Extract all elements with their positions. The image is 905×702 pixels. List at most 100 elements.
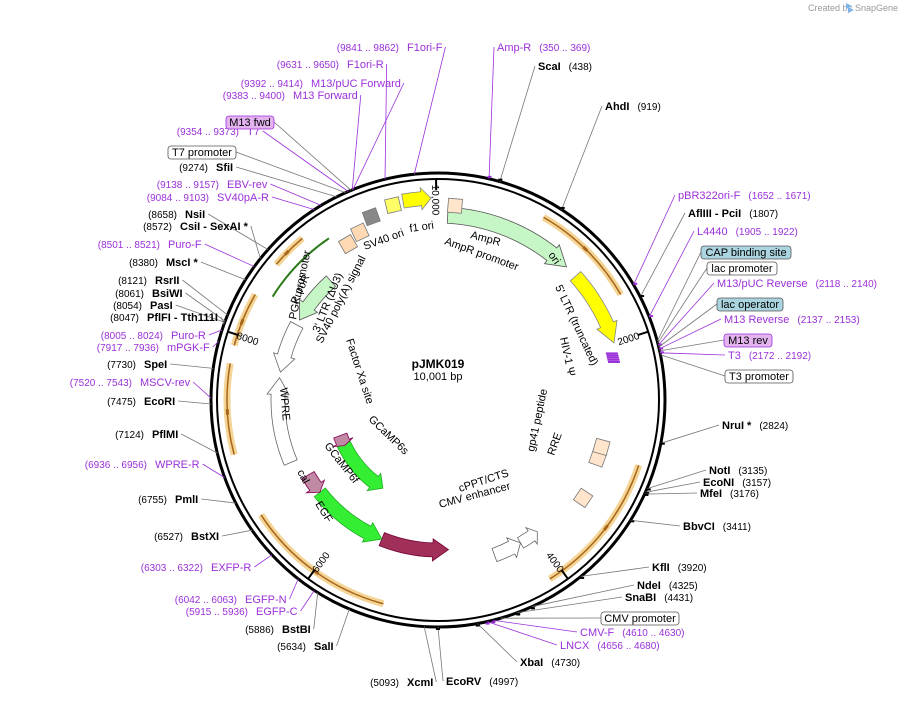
restriction-site-label[interactable]: AhdI(919) [605,101,661,113]
primer-label[interactable]: LNCX(4656 .. 4680) [560,640,660,652]
site-position: (8572) [143,222,172,233]
restriction-site-label[interactable]: EcoNI(3157) [703,477,771,489]
feature-box [706,261,778,276]
feature-box-label[interactable]: T7 promoter [167,145,237,160]
feature-arrow[interactable] [313,487,383,543]
feature-arrow[interactable] [301,470,326,494]
restriction-site-label[interactable]: BstXI(6527) [154,531,219,543]
restriction-site-label[interactable]: BbvCI(3411) [683,521,751,533]
primer-label[interactable]: EGFP-N(6042 .. 6063) [175,594,287,606]
restriction-site-label[interactable]: PflFI - Tth111I(8047) [110,312,218,324]
restriction-site-label[interactable]: BstBI(5886) [245,624,311,636]
restriction-site-label[interactable]: EcoRV(4997) [446,676,518,688]
primer-label[interactable]: EGFP-C(5915 .. 5936) [186,606,298,618]
restriction-site-label[interactable]: CsiI - SexAI *(8572) [143,221,248,233]
restriction-site-label[interactable]: BsiWI(8061) [115,288,182,300]
feature-arrow[interactable] [491,537,521,563]
restriction-site-label[interactable]: PflMI(7124) [115,429,178,441]
restriction-site-label[interactable]: MfeI(3176) [700,488,759,500]
restriction-site-label[interactable]: SpeI(7730) [107,359,167,371]
feature-box-small[interactable] [572,487,594,509]
site-position: (7730) [107,360,136,371]
leader-line [273,121,352,191]
primer-label[interactable]: M13/pUC Forward(9392 .. 9414) [241,78,401,90]
restriction-site-label[interactable]: SalI(5634) [277,641,333,653]
restriction-site-label[interactable]: NruI *(2824) [722,420,788,432]
primer-label[interactable]: M13 Forward(9383 .. 9400) [223,90,358,102]
primer-label[interactable]: EBV-rev(9138 .. 9157) [157,179,268,191]
feature-arrow[interactable] [446,206,568,268]
restriction-site-label[interactable]: ScaI(438) [538,61,592,73]
primer-label[interactable]: mPGK-F(7917 .. 7936) [97,342,210,354]
restriction-site-label[interactable]: NotI(3135) [709,465,767,477]
restriction-site-label[interactable]: SfiI(9274) [179,162,233,174]
feature-arrow[interactable] [299,275,337,321]
feature-arrow[interactable] [401,186,432,211]
feature-box-label[interactable]: M13 fwd [225,115,275,130]
primer-label[interactable]: CMV-F(4610 .. 4630) [580,627,685,639]
leader-line [413,46,446,175]
restriction-site-label[interactable]: KflI(3920) [652,562,707,574]
restriction-site-label[interactable]: AflIII - PciI(1807) [688,208,778,220]
feature-box-label[interactable]: CAP binding site [700,245,792,260]
feature-box-label[interactable]: M13 rev [723,333,773,348]
restriction-site-label[interactable]: EcoRI(7475) [107,396,175,408]
primer-label[interactable]: M13/pUC Reverse(2118 .. 2140) [717,278,877,290]
restriction-site-label[interactable]: NsiI(8658) [148,209,205,221]
restriction-site-label[interactable]: XcmI(5093) [370,677,433,689]
tick-mark [560,569,569,580]
feature-box-small[interactable] [384,196,402,215]
primer-label[interactable]: F1ori-R(9631 .. 9650) [277,59,384,71]
feature-box-small[interactable] [337,234,359,255]
feature-arrow[interactable] [266,377,298,466]
primer-label[interactable]: F1ori-F(9841 .. 9862) [337,42,443,54]
restriction-site-label[interactable]: RsrII(8121) [118,275,179,287]
feature-box-text: CAP binding site [705,247,786,259]
primer-label[interactable]: L4440(1905 .. 1922) [697,226,798,238]
primer-site-tick [605,352,618,355]
primer-label[interactable]: MSCV-rev(7520 .. 7543) [70,377,191,389]
feature-arrow[interactable] [378,532,450,562]
primer-label[interactable]: WPRE-R(6936 .. 6956) [85,459,200,471]
restriction-site-label[interactable]: XbaI(4730) [520,657,580,669]
site-position: (9274) [179,163,208,174]
site-name: pBR322ori-F [678,190,741,202]
restriction-site-label[interactable]: SnaBI(4431) [625,592,693,604]
primer-label[interactable]: Amp-R(350 .. 369) [497,42,590,54]
restriction-site-label[interactable]: PmlI(6755) [138,494,198,506]
site-name: mPGK-F [167,342,210,354]
feature-arrow[interactable] [336,440,384,492]
primer-label[interactable]: EXFP-R(6303 .. 6322) [141,562,252,574]
feature-box-small[interactable] [592,437,611,457]
feature-label-cal: cal [294,468,311,486]
feature-arrow[interactable] [516,526,538,549]
feature-box-text: lac promoter [711,263,772,275]
feature-box-label[interactable]: lac promoter [706,261,778,276]
snapgene-label: SnapGene [855,3,898,13]
primer-label[interactable]: Puro-F(8501 .. 8521) [98,239,202,251]
feature-box-small[interactable] [349,222,370,243]
feature-arrow[interactable] [332,432,354,447]
primer-label[interactable]: M13 Reverse(2137 .. 2153) [724,314,860,326]
feature-label-ori: ori [546,250,563,267]
feature-box-small[interactable] [446,197,464,214]
primer-label[interactable]: T3(2172 .. 2192) [728,350,811,362]
feature-box-label[interactable]: lac operator [716,297,784,312]
site-name: BbvCI [683,521,715,533]
primer-label[interactable]: Puro-R(8005 .. 8024) [101,330,206,342]
site-position: (8380) [129,258,158,269]
feature-box-small[interactable] [361,207,381,227]
feature-arrow[interactable] [272,321,304,373]
feature-box-label[interactable]: CMV promoter [600,611,680,626]
restriction-site-label[interactable]: PasI(8054) [113,300,173,312]
orf-arrow [283,249,290,256]
site-marker [436,628,440,630]
restriction-site-label[interactable]: MscI *(8380) [129,257,198,269]
site-name: Puro-F [168,239,202,251]
feature-box-label[interactable]: T3 promoter [724,369,794,384]
primer-label[interactable]: pBR322ori-F(1652 .. 1671) [678,190,811,202]
feature-arrow[interactable] [569,270,618,344]
leader-line [185,292,226,322]
primer-label[interactable]: SV40pA-R(9084 .. 9103) [147,192,269,204]
restriction-site-label[interactable]: NdeI(4325) [637,580,698,592]
